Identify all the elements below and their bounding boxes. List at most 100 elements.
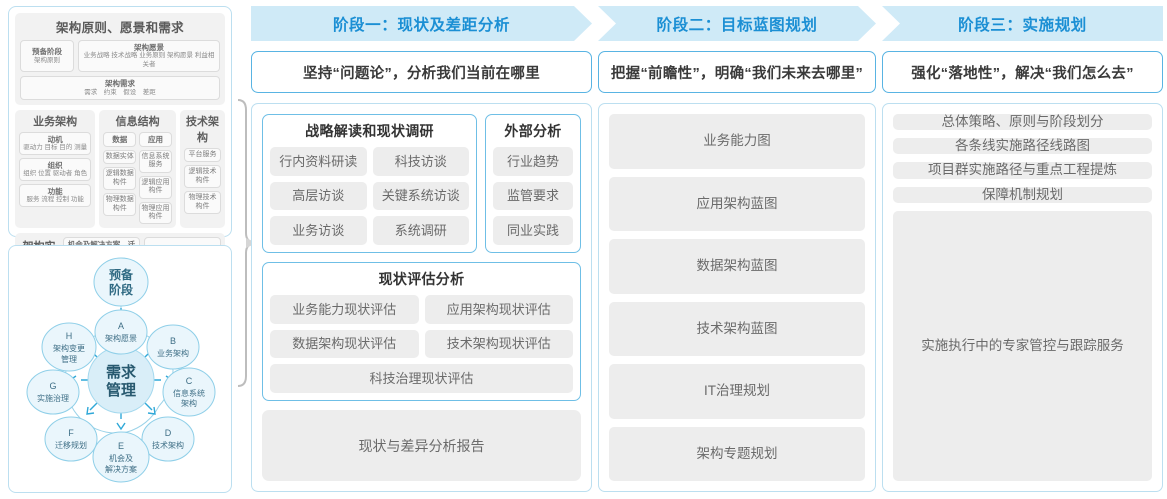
chip-internal-docs[interactable]: 行内资料研读 <box>270 147 367 176</box>
adm-node-f[interactable] <box>44 416 98 462</box>
adm-node-g-label: 实施治理 <box>37 393 69 403</box>
adm-core-label-1: 需求 <box>106 363 137 381</box>
chip-application-architecture-assessment[interactable]: 应用架构现状评估 <box>424 295 573 324</box>
adm-node-c-label-2: 架构 <box>181 398 197 408</box>
stage-2-item-list: 业务能力图 应用架构蓝图 数据架构蓝图 技术架构蓝图 IT治理规划 架构专题规划 <box>609 114 865 481</box>
adm-prep-label-2: 阶段 <box>109 282 134 297</box>
adm-node-g-key: G <box>49 381 56 391</box>
adm-node-g[interactable] <box>26 369 80 415</box>
stage-1-header: 阶段一：现状及差距分析 <box>251 6 592 41</box>
adm-node-c-label-1: 信息系统 <box>173 388 205 398</box>
block-motivation: 动机 驱动力 目标 目的 测量 <box>19 132 92 156</box>
info-physical-app-text: 物理应用构件 <box>141 204 170 221</box>
left-column: 架构原则、愿景和需求 预备阶段 架构原则 架构愿景 业务战略 技术战略 业务原则… <box>8 6 257 493</box>
domain-business-architecture: 业务架构 动机 驱动力 目标 目的 测量 组织 组织 位置 驱动者 角色 功能 <box>15 110 96 229</box>
adm-node-b[interactable] <box>146 324 200 370</box>
info-physical-data: 物理数据构件 <box>103 193 137 217</box>
group-external-analysis-items: 行业趋势 监管要求 同业实践 <box>493 147 573 245</box>
chip-business-interview[interactable]: 业务访谈 <box>270 216 367 245</box>
stage-3-body: 总体策略、原则与阶段划分 各条线实施路径线路图 项目群实施路径与重点工程提炼 保… <box>882 103 1163 492</box>
stage-3-item-list: 总体策略、原则与阶段划分 各条线实施路径线路图 项目群实施路径与重点工程提炼 保… <box>893 114 1152 481</box>
tech-platform-service-text: 平台服务 <box>188 151 217 159</box>
adm-node-h-key: H <box>66 331 73 341</box>
block-motivation-title: 动机 <box>47 135 63 145</box>
framework-requirement-cell: 架构需求 需求 约束 假设 差距 <box>20 76 220 101</box>
block-organization: 组织 组织 位置 驱动者 角色 <box>19 158 92 182</box>
chip-architecture-topic-plan[interactable]: 架构专题规划 <box>609 426 865 481</box>
adm-node-a[interactable] <box>94 309 148 355</box>
group-current-state-assessment-title: 现状评估分析 <box>378 271 465 287</box>
adm-node-h[interactable] <box>41 322 97 372</box>
chip-business-capability-map[interactable]: 业务能力图 <box>609 114 865 169</box>
group-strategy-research-title: 战略解读和现状调研 <box>305 123 434 139</box>
chip-expert-control-service[interactable]: 实施执行中的专家管控与跟踪服务 <box>893 210 1152 481</box>
adm-cycle-svg: 需求 管理 预备 阶段 A 架构愿景 B 业务架构 C 信息系统 架构 <box>26 257 216 483</box>
adm-cycle-panel: 需求 管理 预备 阶段 A 架构愿景 B 业务架构 C 信息系统 架构 <box>8 245 232 493</box>
adm-node-b-label: 业务架构 <box>157 348 189 358</box>
architecture-framework-panel: 架构原则、愿景和需求 预备阶段 架构原则 架构愿景 业务战略 技术战略 业务原则… <box>8 6 232 275</box>
chip-assurance-mechanism[interactable]: 保障机制规划 <box>893 186 1152 203</box>
chip-exec-interview[interactable]: 高层访谈 <box>270 181 367 211</box>
chip-data-architecture-blueprint[interactable]: 数据架构蓝图 <box>609 239 865 294</box>
tech-logical-component-text: 逻辑技术构件 <box>188 168 217 184</box>
stages-area: 阶段一：现状及差距分析 坚持“问题论”，分析我们当前在哪里 战略解读和现状调研 … <box>251 6 1163 493</box>
adm-node-prep[interactable] <box>93 257 149 307</box>
adm-node-d-label: 技术架构 <box>152 440 184 450</box>
stage-2-body: 业务能力图 应用架构蓝图 数据架构蓝图 技术架构蓝图 IT治理规划 架构专题规划 <box>598 103 876 492</box>
adm-node-d[interactable] <box>141 416 195 462</box>
chip-tech-interview[interactable]: 科技访谈 <box>372 147 469 176</box>
adm-node-c[interactable] <box>162 367 216 417</box>
group-current-state-assessment-items: 业务能力现状评估 应用架构现状评估 数据架构现状评估 技术架构现状评估 科技治理… <box>270 295 573 393</box>
chip-program-path[interactable]: 项目群实施路径与重点工程提炼 <box>893 162 1152 179</box>
stage-1-report[interactable]: 现状与差异分析报告 <box>262 410 581 481</box>
block-function: 功能 服务 流程 控制 功能 <box>19 184 92 208</box>
chip-industry-trend[interactable]: 行业趋势 <box>493 147 573 176</box>
adm-node-d-key: D <box>165 428 172 438</box>
chip-line-roadmap[interactable]: 各条线实施路径线路图 <box>893 138 1152 155</box>
chip-data-architecture-assessment[interactable]: 数据架构现状评估 <box>270 329 419 359</box>
domain-business-title: 业务架构 <box>33 116 78 129</box>
info-logical-app-text: 逻辑应用构件 <box>141 178 170 195</box>
framework-title: 架构原则、愿景和需求 <box>55 21 184 35</box>
framework-requirement-title: 架构需求 <box>105 79 135 89</box>
framework-vision-title: 架构愿景 <box>134 43 164 52</box>
block-organization-sub: 组织 位置 驱动者 角色 <box>23 170 88 178</box>
group-external-analysis: 外部分析 行业趋势 监管要求 同业实践 <box>485 114 581 253</box>
chip-key-system-interview[interactable]: 关键系统访谈 <box>372 181 469 211</box>
information-data-column: 数据 数据实体 逻辑数据构件 物理数据构件 <box>103 132 137 224</box>
info-is-service-text: 信息系统服务 <box>141 153 170 169</box>
stage-2-header: 阶段二：目标蓝图规划 <box>598 6 876 41</box>
stage-1-slogan: 坚持“问题论”，分析我们当前在哪里 <box>251 51 592 93</box>
stage-2-slogan: 把握“前瞻性”，明确“我们未来去哪里” <box>598 51 876 93</box>
adm-node-e-label-2: 解决方案 <box>105 464 137 474</box>
chip-business-capability-assessment[interactable]: 业务能力现状评估 <box>270 295 419 324</box>
adm-node-e[interactable] <box>92 431 150 483</box>
info-logical-data-text: 逻辑数据构件 <box>105 170 134 186</box>
info-data-entity-text: 数据实体 <box>105 153 134 161</box>
framework-vision-sub: 业务战略 技术战略 业务原则 架构愿景 利益相关者 <box>83 52 215 68</box>
domain-information-structure: 信息结构 数据 数据实体 逻辑数据构件 物理数据构件 应用 信息系统服务 逻辑应… <box>99 110 176 229</box>
block-function-title: 功能 <box>47 187 63 197</box>
adm-node-e-label-1: 机会及 <box>109 453 133 463</box>
info-app-header-text: 应用 <box>148 135 164 145</box>
framework-prep-cell: 预备阶段 架构原则 <box>20 40 74 73</box>
adm-node-f-key: F <box>68 428 74 438</box>
information-application-column: 应用 信息系统服务 逻辑应用构件 物理应用构件 <box>139 132 172 225</box>
chip-technology-architecture-assessment[interactable]: 技术架构现状评估 <box>424 329 573 359</box>
tech-physical-component: 物理技术构件 <box>183 191 221 215</box>
domain-technology-blocks: 平台服务 逻辑技术构件 物理技术构件 <box>183 148 221 215</box>
chip-tech-governance-assessment[interactable]: 科技治理现状评估 <box>270 364 573 393</box>
chip-application-architecture-blueprint[interactable]: 应用架构蓝图 <box>609 176 865 231</box>
framework-requirement-sub: 需求 约束 假设 差距 <box>84 88 156 96</box>
chip-overall-strategy[interactable]: 总体策略、原则与阶段划分 <box>893 114 1152 131</box>
chip-technology-architecture-blueprint[interactable]: 技术架构蓝图 <box>609 301 865 356</box>
chip-regulatory-requirement[interactable]: 监管要求 <box>493 181 573 211</box>
chip-peer-practice[interactable]: 同业实践 <box>493 216 573 245</box>
group-current-state-assessment: 现状评估分析 业务能力现状评估 应用架构现状评估 数据架构现状评估 技术架构现状… <box>262 262 581 401</box>
chip-it-governance-plan[interactable]: IT治理规划 <box>609 364 865 419</box>
info-is-service: 信息系统服务 <box>139 150 172 173</box>
info-physical-app: 物理应用构件 <box>139 201 172 225</box>
adm-core-label-2: 管理 <box>106 381 136 399</box>
chip-system-research[interactable]: 系统调研 <box>372 216 469 245</box>
